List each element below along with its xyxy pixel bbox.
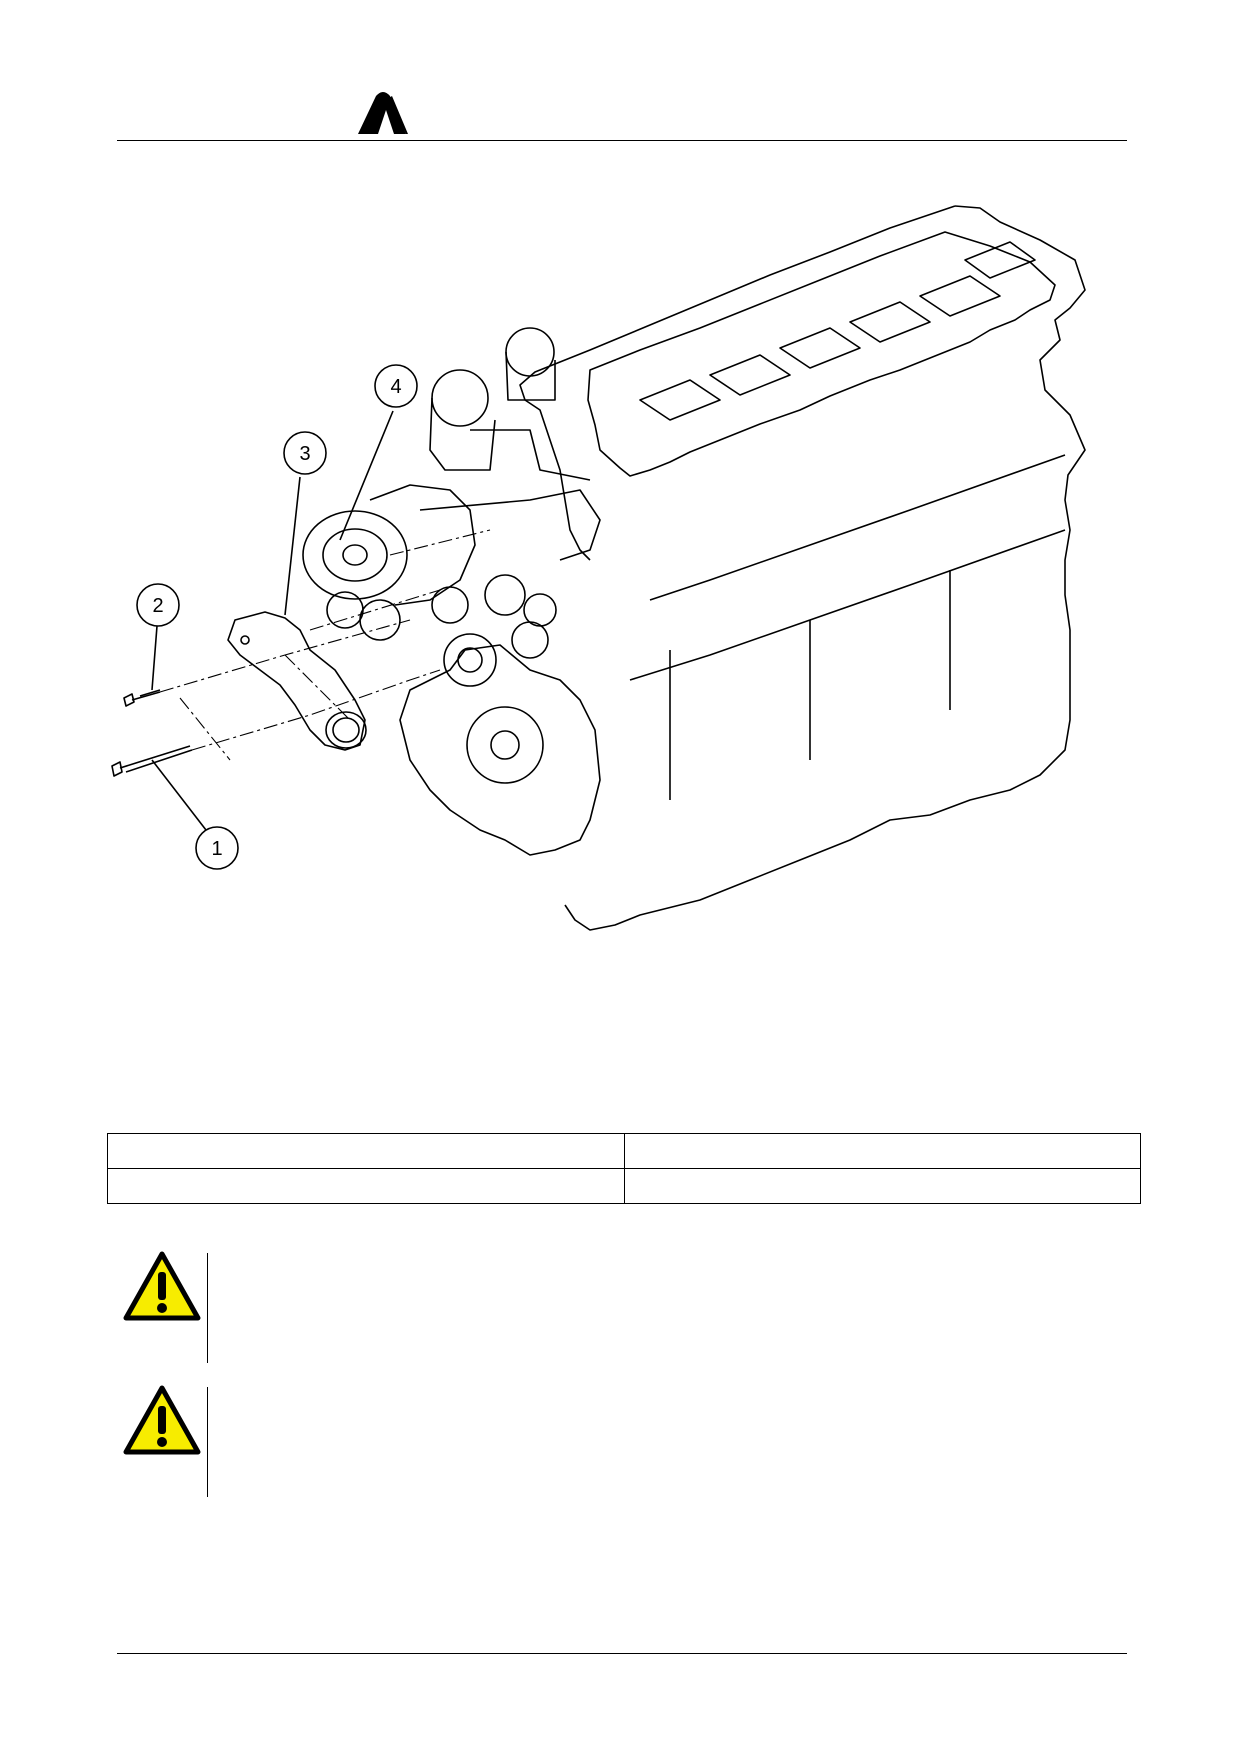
header-rule [117, 140, 1127, 141]
bolt-2 [131, 689, 161, 701]
rocker-cover [587, 231, 1056, 477]
leader-4 [339, 410, 394, 541]
bolt-1 [119, 745, 193, 773]
brand-logo [358, 92, 408, 134]
callout-circle-1 [195, 826, 239, 870]
footer-rule [117, 1653, 1127, 1654]
warning-triangle-icon [123, 1251, 201, 1321]
callout-label-4: 4 [390, 376, 401, 398]
callout-circle-4 [374, 364, 418, 408]
leader-2 [151, 625, 158, 691]
leader-3 [284, 476, 301, 616]
pump-pulley [302, 510, 408, 600]
spec-table [107, 1133, 1141, 1204]
callout-circle-2 [136, 583, 180, 627]
table-cell [107, 1168, 625, 1204]
engine-block-outline [564, 205, 1086, 931]
warning-divider [207, 1253, 208, 1363]
callout-circle-3 [283, 431, 327, 475]
table-cell [623, 1168, 1141, 1204]
table-row [107, 1133, 1141, 1169]
table-row [107, 1168, 1141, 1204]
warning-triangle-icon [123, 1385, 201, 1455]
table-cell [107, 1133, 625, 1169]
timing-cover [399, 644, 601, 856]
callout-label-3: 3 [299, 443, 310, 465]
callout-label-2: 2 [152, 595, 163, 617]
engine-exploded-diagram: 1 2 3 4 [111, 205, 1086, 931]
thermostat-housing [227, 611, 366, 751]
leader-1 [151, 759, 207, 831]
warning-divider [207, 1387, 208, 1497]
table-cell [623, 1133, 1141, 1169]
callout-label-1: 1 [211, 838, 222, 860]
